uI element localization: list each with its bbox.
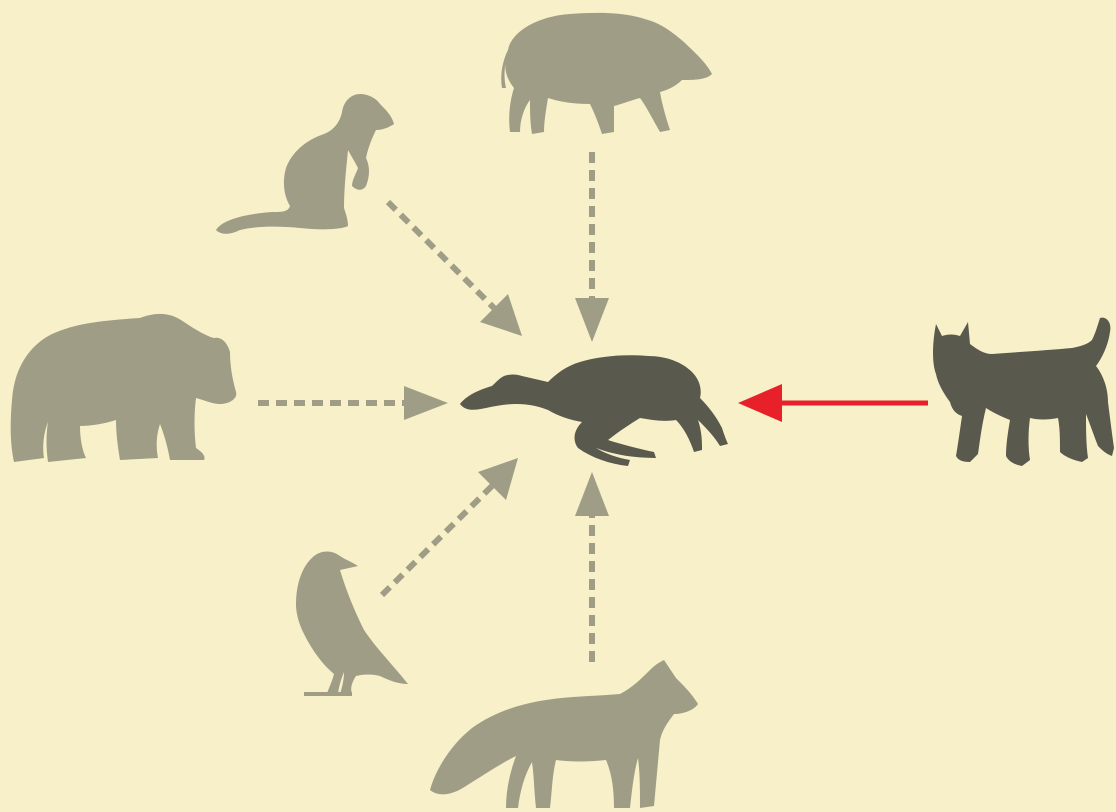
- raven-icon: [296, 551, 408, 696]
- brown-bear-icon: [10, 313, 237, 462]
- arrow-marten-to-deer: [385, 199, 522, 336]
- arrows: [258, 152, 928, 662]
- arrow-bear-to-deer: [258, 386, 448, 420]
- arrow-boar-to-deer: [575, 152, 609, 342]
- roe-deer-carcass-icon: [460, 355, 728, 466]
- red-fox-icon: [430, 660, 698, 808]
- pine-marten-icon: [216, 94, 394, 234]
- wild-boar-icon: [501, 12, 712, 135]
- arrow-raven-to-deer: [379, 458, 518, 598]
- arrow-lynx-to-deer: [738, 384, 928, 422]
- lynx-icon: [933, 317, 1114, 466]
- arrow-fox-to-deer: [575, 472, 609, 662]
